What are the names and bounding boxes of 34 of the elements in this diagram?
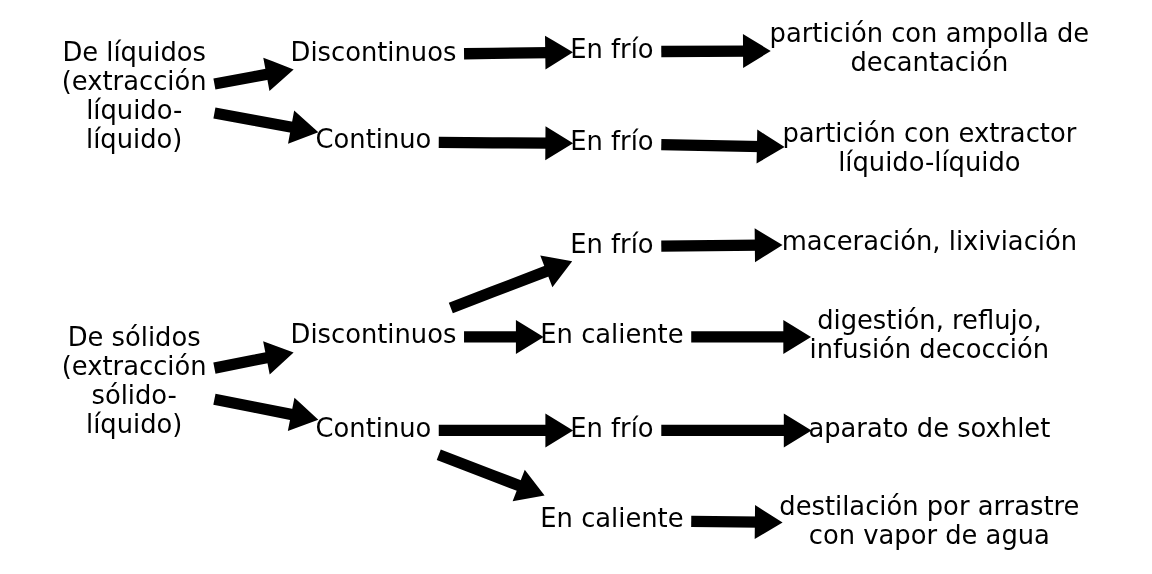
arrow — [212, 393, 318, 432]
node-text: destilación por arrastre con vapor de agua — [778, 491, 1079, 551]
node-text: aparato de soxhlet — [807, 412, 1050, 443]
node-text: En frío — [569, 412, 654, 443]
arrow — [690, 319, 811, 354]
node-text: De sólidos (extracción sólido-líquido) — [61, 322, 207, 440]
arrow — [212, 57, 294, 92]
arrow — [436, 449, 545, 502]
node-text: De líquidos (extracción líquido-líquido) — [61, 37, 207, 155]
arrow — [463, 35, 573, 70]
node-text: partición con extractor líquido-líquido — [781, 117, 1076, 177]
node-text: Continuo — [315, 412, 431, 443]
arrow — [438, 126, 573, 161]
node-text: En caliente — [539, 502, 684, 533]
arrow — [438, 413, 573, 448]
node-text: En frío — [569, 125, 654, 156]
arrow — [690, 505, 783, 540]
arrow — [463, 319, 544, 354]
arrow — [660, 34, 771, 69]
node-text: partición con ampolla de decantación — [769, 17, 1089, 77]
arrow — [660, 129, 785, 164]
node-text: En frío — [569, 33, 654, 64]
arrow — [660, 228, 783, 263]
node-text: Continuo — [315, 124, 431, 155]
arrow — [448, 255, 572, 314]
node-text: maceración, lixiviación — [781, 225, 1077, 256]
node-text: En caliente — [539, 319, 684, 350]
arrow — [212, 341, 294, 375]
node-text: digestión, reflujo, infusión decocción — [809, 304, 1049, 364]
node-text: Discontinuos — [290, 319, 456, 350]
arrow — [660, 413, 812, 448]
node-text: En frío — [569, 228, 654, 259]
node-text: Discontinuos — [290, 37, 456, 68]
arrow — [212, 107, 318, 144]
